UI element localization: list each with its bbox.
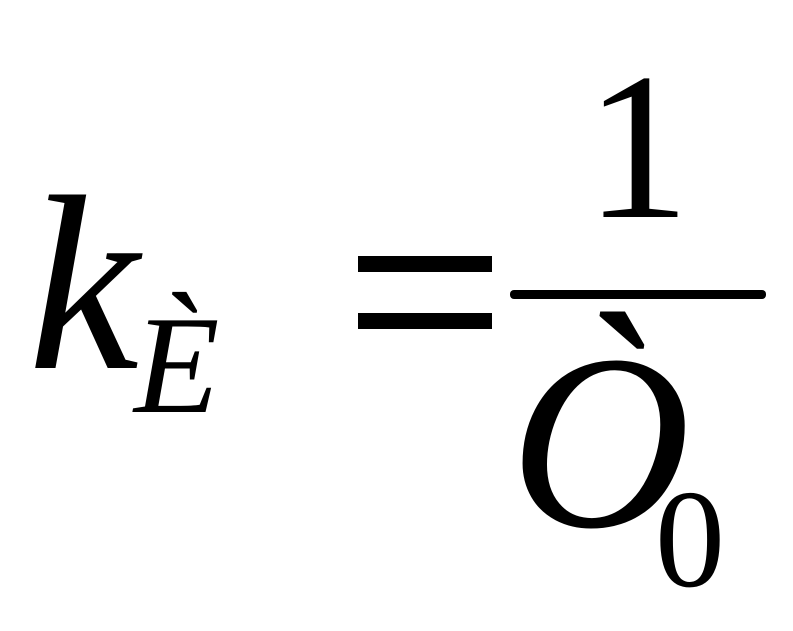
- denominator-subscript: 0: [655, 462, 725, 617]
- denominator-symbol: Ò: [510, 304, 691, 581]
- lhs-symbol: k: [28, 146, 139, 423]
- equals-sign-bottom-bar: [358, 313, 492, 329]
- equals-sign-top-bar: [358, 256, 492, 272]
- numerator: 1: [585, 31, 690, 263]
- lhs-subscript: È: [134, 288, 220, 443]
- fraction-line: [510, 290, 766, 299]
